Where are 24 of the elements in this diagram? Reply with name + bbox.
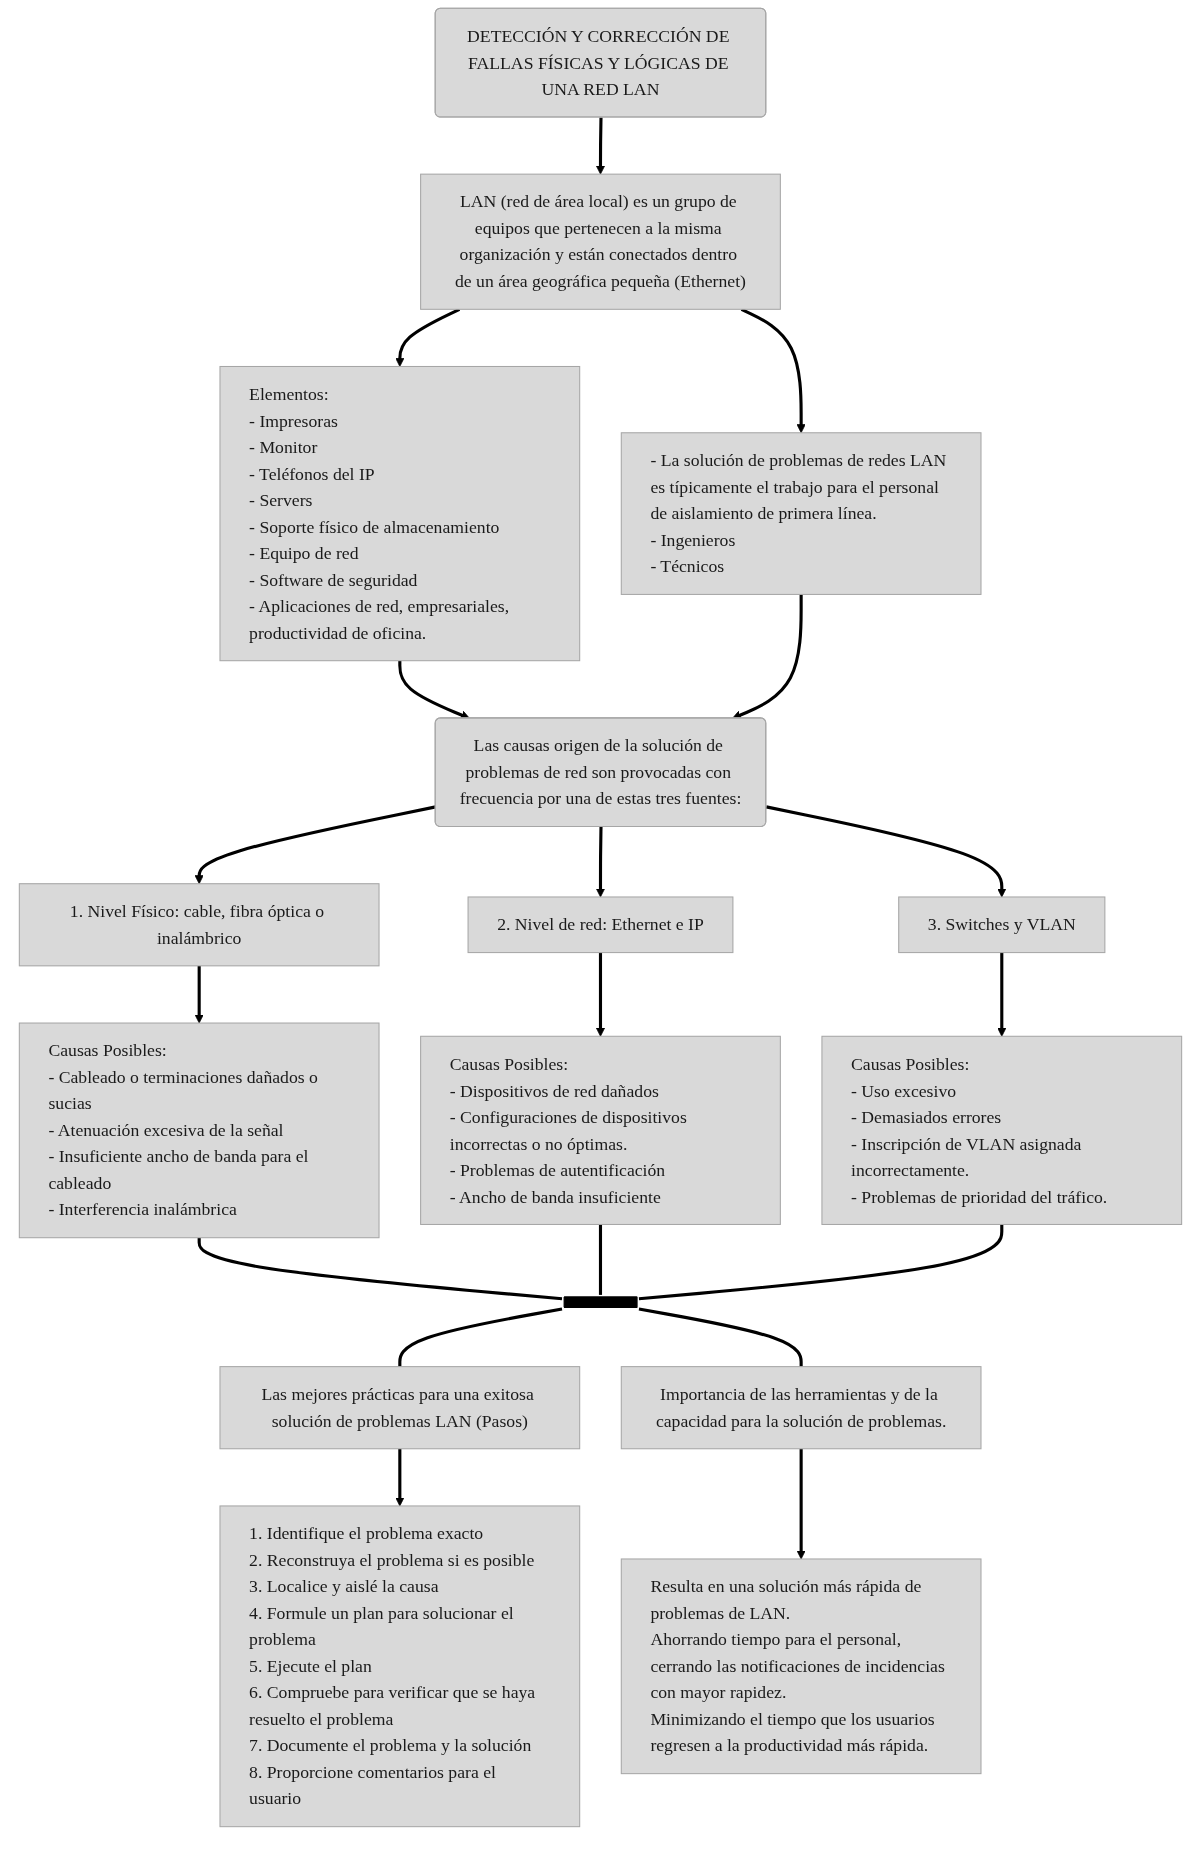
arrow [595, 827, 605, 898]
arrow [394, 1448, 404, 1507]
connector [397, 1307, 562, 1367]
arrow [595, 117, 605, 175]
arrow [996, 952, 1006, 1037]
node-box: Causas Posibles: - Cableado o terminaciones dañados o sucias - Atenuación excesiva de la señal - Insuficiente ancho de banda para el cableado - Interferencia inalámbrica [18, 1022, 380, 1239]
arrow [796, 1448, 806, 1560]
node-box: LAN (red de área local) es un grupo de equipos que pertenecen a la misma organización y están conectados dentro de un área geográfica pequeña (Ethernet) [419, 173, 781, 310]
arrow [194, 965, 204, 1024]
node-box: Importancia de las herramientas y de la capacidad para la solución de problemas. [620, 1366, 982, 1450]
node-box: 2. Nivel de red: Ethernet e IP [467, 896, 733, 954]
connector [598, 1224, 602, 1295]
node-box: Las mejores prácticas para una exitosa solución de problemas LAN (Pasos) [218, 1366, 580, 1450]
node-box: 1. Identifique el problema exacto 2. Reconstruya el problema si es posible 3. Localice y aislé la causa 4. Formule un plan para solucionar el problema 5. Ejecute el plan 6. Compruebe para verificar que se haya resuelto el problema 7. Documente el problema y la solución 8. Proporcione comentarios para el usuario [218, 1505, 580, 1828]
node-box: 3. Switches y VLAN [897, 896, 1105, 954]
arrow [765, 805, 1006, 898]
node-box: Elementos: - Impresoras - Monitor - Teléfonos del IP - Servers - Soporte físico de almacenamiento - Equipo de red - Software de seguridad - Aplicaciones de red, empresariales, productividad de oficina. [218, 365, 580, 662]
connector [638, 1224, 1003, 1301]
node-box: Resulta en una solución más rápida de problemas de LAN. Ahorrando tiempo para el personal, cerrando las notificaciones de incidencias con mayor rapidez. Minimizando el tiempo que los usuarios regresen a la productividad más rápida. [620, 1558, 982, 1775]
node-box: Causas Posibles: - Dispositivos de red dañados - Configuraciones de dispositivos incorrectas o no óptimas. - Problemas de autentificación - Ancho de banda insuficiente [419, 1035, 781, 1225]
node-box: - La solución de problemas de redes LAN es típicamente el trabajo para el personal de aislamiento de primera línea. - Ingenieros - Técnicos [620, 432, 982, 595]
node-box: 1. Nivel Físico: cable, fibra óptica o inalámbrico [18, 883, 380, 967]
arrow [595, 952, 605, 1037]
node-box: Causas Posibles: - Uso excesivo - Demasiados errores - Inscripción de VLAN asignada incorrectamente. - Problemas de prioridad del tráfico. [820, 1035, 1182, 1225]
